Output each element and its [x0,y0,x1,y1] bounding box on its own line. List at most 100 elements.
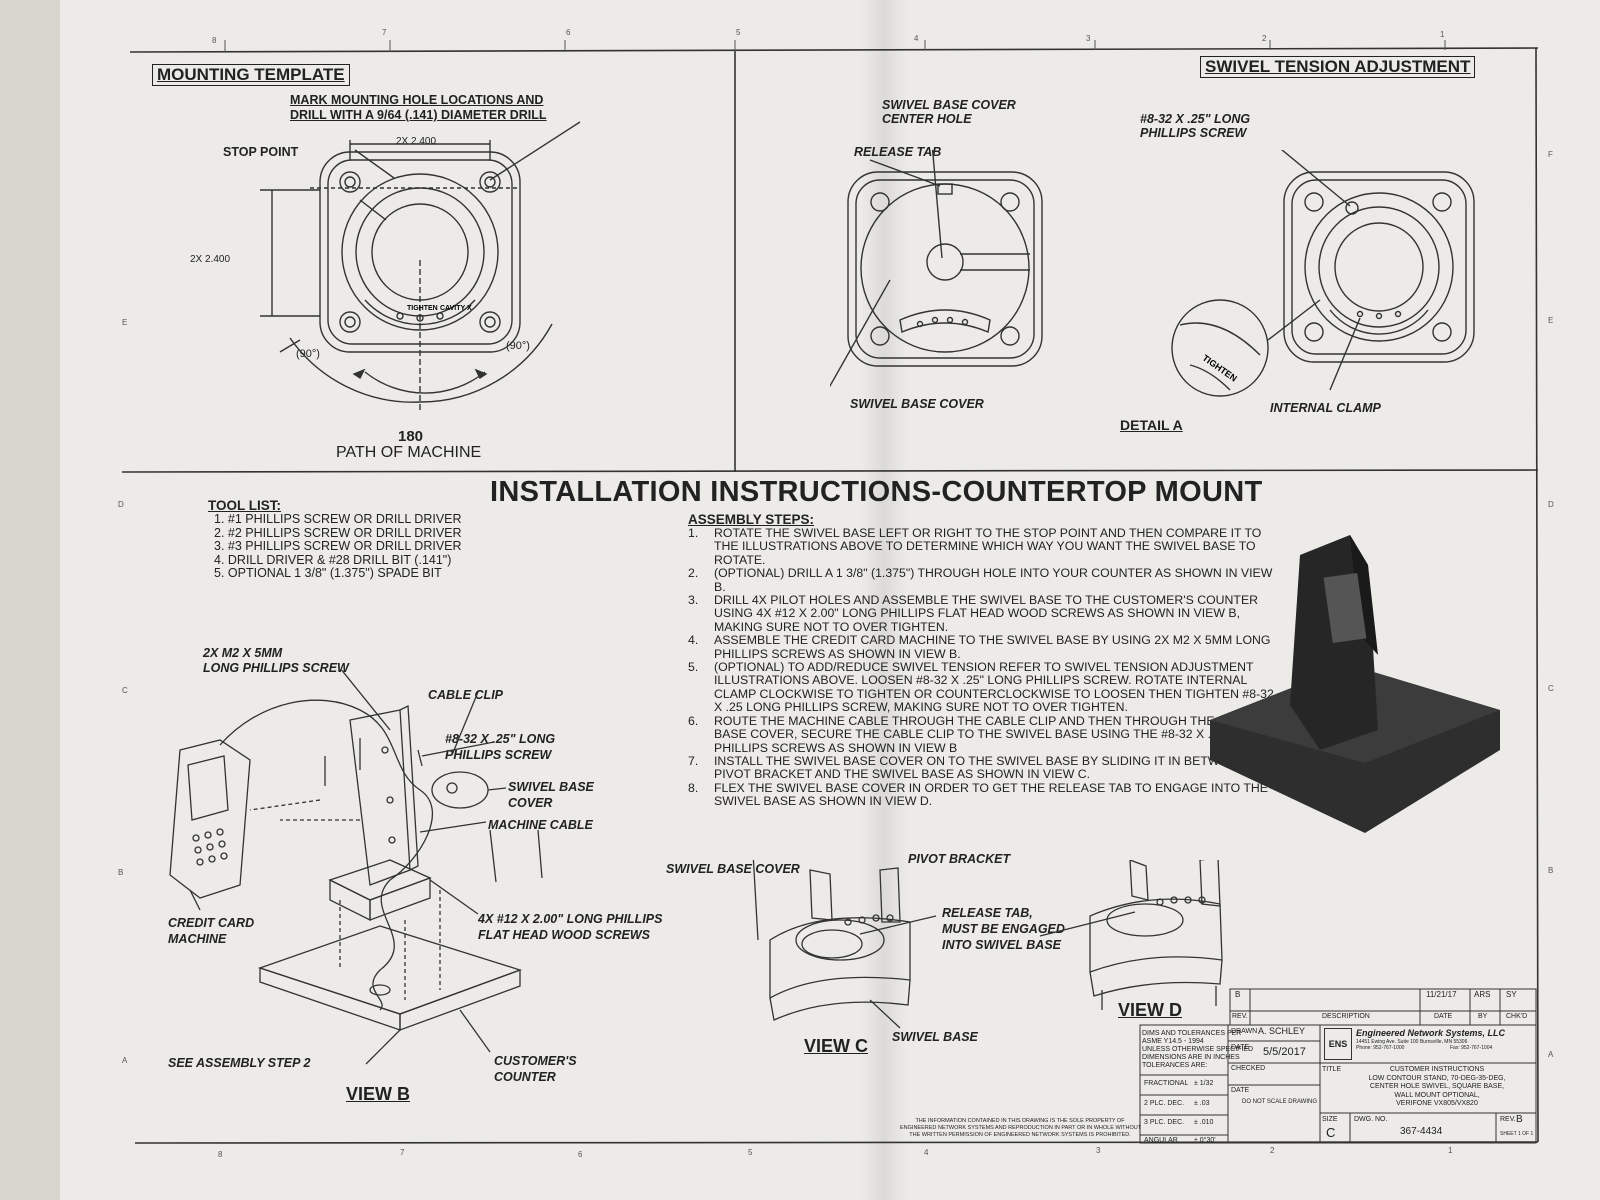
border-top-1: 1 [1440,30,1445,39]
border-right-D: D [1548,500,1554,509]
drawing-title: CUSTOMER INSTRUCTIONS LOW CONTOUR STAND,… [1368,1066,1506,1107]
border-bottom-3: 3 [1096,1146,1101,1155]
border-top-5: 5 [736,28,741,37]
title-label: TITLE [1322,1066,1342,1073]
title-block-lines [1139,988,1537,1144]
angular-value: ± 0°30' [1194,1137,1216,1144]
ens-logo: ENS [1324,1028,1352,1060]
view-b-cover-label-1: SWIVEL BASE [508,780,594,794]
tool-list-item: 4. DRILL DRIVER & #28 DRILL BIT (.141") [214,552,452,567]
fractional-value: ± 1/32 [1194,1080,1214,1087]
angular-label: ANGULAR [1144,1137,1178,1144]
col-date: DATE [1434,1013,1453,1020]
date-value: 5/5/2017 [1263,1046,1306,1058]
assembly-step: 8.FLEX THE SWIVEL BASE COVER IN ORDER TO… [688,780,1268,809]
assembly-steps: ASSEMBLY STEPS: 1.ROTATE THE SWIVEL BASE… [688,512,1278,809]
border-top-4: 4 [914,34,919,43]
rev-date: 11/21/17 [1426,990,1457,999]
ring-text-cavity: CAVITY X [440,305,472,312]
path-value: 180 [398,428,424,445]
date2-label: DATE [1231,1087,1250,1094]
rev-checked: SY [1506,990,1517,999]
assembly-step: 7.INSTALL THE SWIVEL BASE COVER ON TO TH… [688,753,1273,782]
dec3-label: 3 PLC. DEC. [1144,1119,1185,1126]
wood-screws-label-1: 4X #12 X 2.00" LONG PHILLIPS [478,912,663,926]
ring-text-tighten: TIGHTEN [407,305,438,312]
swivel-tension-title: SWIVEL TENSION ADJUSTMENT [1200,56,1476,78]
tool-list: TOOL LIST: 1. #1 PHILLIPS SCREW OR DRILL… [208,498,462,581]
border-top-7: 7 [382,28,387,37]
assembly-step: 5.(OPTIONAL) TO ADD/REDUCE SWIVEL TENSIO… [688,660,1274,715]
tool-list-item: 2. #2 PHILLIPS SCREW OR DRILL DRIVER [214,525,462,540]
size-value: C [1326,1125,1336,1140]
company-name: Engineered Network Systems, LLC [1356,1028,1506,1038]
size-label: SIZE [1322,1116,1338,1123]
border-top-3: 3 [1086,34,1091,43]
m2-screw-label-1: 2X M2 X 5MM [203,646,283,660]
path-label: PATH OF MACHINE [336,444,482,461]
cable-clip-label: CABLE CLIP [428,688,503,702]
swivel-base-cover-label: SWIVEL BASE COVER [850,397,984,411]
dec2-label: 2 PLC. DEC. [1144,1100,1185,1107]
assembly-step: 2.(OPTIONAL) DRILL A 1 3/8" (1.375") THR… [688,566,1273,594]
tension-screw-label-1: #8-32 X .25" LONG [1140,112,1251,126]
credit-card-label-2: MACHINE [168,932,227,946]
drill-note-line-1: MARK MOUNTING HOLE LOCATIONS AND [290,93,544,107]
detail-text-tighten: TIGHTEN [1201,353,1239,384]
border-bottom-5: 5 [748,1148,753,1157]
angle-left: (90°) [296,348,320,360]
company-address: 14451 Ewing Ave. Suite 100 Burnsville, M… [1356,1039,1468,1045]
col-by: BY [1478,1013,1488,1020]
border-left-C: C [122,686,128,695]
release-tab-note-1: RELEASE TAB, [942,906,1033,920]
see-assembly-step-label: SEE ASSEMBLY STEP 2 [168,1056,311,1070]
main-title: INSTALLATION INSTRUCTIONS-COUNTERTOP MOU… [490,476,1263,508]
tool-list-item: 3. #3 PHILLIPS SCREW OR DRILL DRIVER [214,539,462,553]
border-bottom-8: 8 [218,1150,223,1159]
view-b-screw-label-2: PHILLIPS SCREW [445,748,552,762]
view-c-cover-label: SWIVEL BASE COVER [666,862,800,876]
drill-note-line-2: DRILL WITH A 9/64 (.141) DIAMETER DRILL [290,108,547,122]
pivot-bracket-label: PIVOT BRACKET [908,852,1011,866]
center-hole-label-2: CENTER HOLE [882,112,972,126]
assembly-steps-header: ASSEMBLY STEPS: [688,512,815,527]
border-right-A: A [1548,1050,1554,1059]
release-tab-note-2: MUST BE ENGAGED [942,922,1065,936]
swivel-tension-drawing: TIGHTEN [830,150,1475,397]
view-c-label: VIEW C [804,1036,869,1056]
border-right-B: B [1548,866,1554,875]
release-tab-note-3: INTO SWIVEL BASE [942,938,1062,952]
border-left-E: E [122,318,128,327]
machine-cable-label: MACHINE CABLE [488,818,593,832]
view-c-d-drawing [752,860,1223,1029]
view-d-label: VIEW D [1118,1000,1183,1020]
dwg-no-label: DWG. NO. [1354,1116,1388,1123]
assembly-step: 3.DRILL 4X PILOT HOLES AND ASSEMBLE THE … [688,593,1259,634]
m2-screw-label-2: LONG PHILLIPS SCREW [203,661,349,675]
border-bottom-1: 1 [1448,1146,1453,1155]
tool-list-item: 5. OPTIONAL 1 3/8" (1.375") SPADE BIT [214,566,442,580]
border-top-2: 2 [1262,34,1267,43]
frame-lines [121,40,1539,1144]
detail-a-label: DETAIL A [1120,417,1183,433]
stand-render-image [1210,535,1500,833]
tolerances-note: DIMS AND TOLERANCES PER ASME Y14.5 - 199… [1142,1030,1254,1069]
date-label: DATE [1231,1044,1250,1051]
rev-letter: B [1235,990,1241,999]
assembly-step: 6.ROUTE THE MACHINE CABLE THROUGH THE CA… [688,713,1268,755]
rev-label: REV. [1500,1116,1516,1123]
view-b-cover-label-2: COVER [508,796,553,810]
property-disclaimer: THE INFORMATION CONTAINED IN THIS DRAWIN… [900,1118,1142,1138]
view-b-label: VIEW B [346,1084,411,1104]
dec3-value: ± .010 [1194,1119,1214,1126]
checked-label: CHECKED [1231,1065,1266,1072]
border-left-D: D [118,500,124,509]
border-right-F: F [1548,150,1553,159]
border-right-E: E [1548,316,1554,325]
view-c-base-label: SWIVEL BASE [892,1030,978,1044]
drawn-label: DRAWN [1231,1028,1258,1035]
drawing-number: 367-4434 [1400,1126,1443,1137]
drawn-by: A. SCHLEY [1258,1026,1306,1036]
center-hole-label-1: SWIVEL BASE COVER [882,98,1016,112]
border-bottom-6: 6 [578,1150,583,1159]
